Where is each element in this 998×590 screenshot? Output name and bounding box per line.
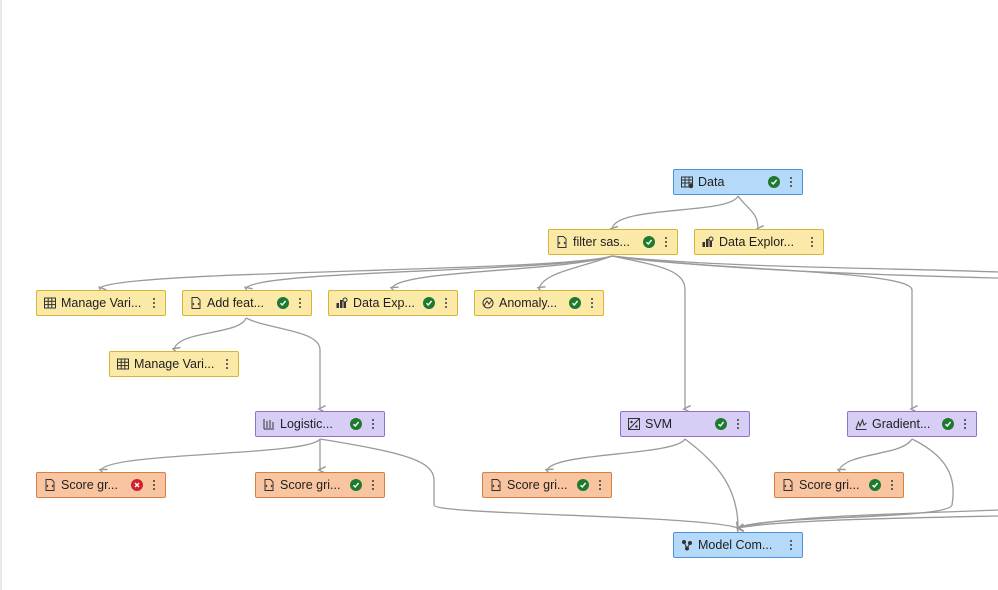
edge-data-filter	[612, 195, 739, 229]
edge-logistic-modelcomp	[319, 438, 738, 528]
status-success-icon	[577, 479, 589, 491]
more-options-icon[interactable]	[222, 357, 232, 371]
more-options-icon[interactable]	[786, 538, 796, 552]
node-manage-variables-2[interactable]: Manage Vari...	[109, 351, 239, 377]
node-gradient-boosting[interactable]: Gradient...	[847, 411, 977, 437]
node-label: Logistic...	[280, 417, 333, 431]
edge-gradient-score4	[839, 438, 913, 470]
status-success-icon	[942, 418, 954, 430]
model-comparison-icon	[680, 538, 694, 552]
code-file-icon	[43, 478, 57, 492]
more-options-icon[interactable]	[786, 175, 796, 189]
status-success-icon	[643, 236, 655, 248]
node-label: Data Explor...	[719, 235, 795, 249]
table-grid-icon	[43, 296, 57, 310]
node-label: SVM	[645, 417, 673, 431]
left-panel-edge	[0, 0, 2, 590]
code-file-icon	[489, 478, 503, 492]
more-options-icon[interactable]	[887, 478, 897, 492]
more-options-icon[interactable]	[733, 417, 743, 431]
node-label: filter sas...	[573, 235, 630, 249]
more-options-icon[interactable]	[807, 235, 817, 249]
code-file-icon	[781, 478, 795, 492]
node-label: Data Exp...	[353, 296, 415, 310]
edge-filter-dataexp	[392, 255, 613, 288]
edge-filter-anomaly	[539, 255, 613, 288]
node-data-exploration-2[interactable]: Data Exp...	[328, 290, 458, 316]
node-label: Model Com...	[698, 538, 773, 552]
more-options-icon[interactable]	[149, 296, 159, 310]
more-options-icon[interactable]	[295, 296, 305, 310]
status-error-icon	[131, 479, 143, 491]
status-success-icon	[423, 297, 435, 309]
node-model-comparison[interactable]: Model Com...	[673, 532, 803, 558]
anomaly-icon	[481, 296, 495, 310]
node-label: Score gri...	[507, 478, 568, 492]
edge-logistic-score1	[101, 438, 321, 470]
more-options-icon[interactable]	[587, 296, 597, 310]
more-options-icon[interactable]	[441, 296, 451, 310]
data-exploration-icon	[335, 296, 349, 310]
status-success-icon	[869, 479, 881, 491]
code-file-icon	[262, 478, 276, 492]
logistic-regression-icon	[262, 417, 276, 431]
status-success-icon	[350, 479, 362, 491]
node-label: Score gri...	[280, 478, 341, 492]
edge-addfeat-logistic	[245, 317, 320, 409]
node-label: Add feat...	[207, 296, 264, 310]
edge-filter-offscreen-1	[611, 255, 998, 273]
node-anomaly-detection[interactable]: Anomaly...	[474, 290, 604, 316]
more-options-icon[interactable]	[368, 478, 378, 492]
gradient-boosting-icon	[854, 417, 868, 431]
node-label: Score gr...	[61, 478, 118, 492]
edge-offscreen-modelcomp-1	[737, 509, 998, 529]
table-grid-icon	[116, 357, 130, 371]
more-options-icon[interactable]	[595, 478, 605, 492]
code-file-icon	[189, 296, 203, 310]
status-success-icon	[569, 297, 581, 309]
edge-svm-modelcomp	[684, 438, 738, 528]
status-success-icon	[715, 418, 727, 430]
node-label: Manage Vari...	[61, 296, 142, 310]
node-score-1[interactable]: Score gr...	[36, 472, 166, 498]
node-svm[interactable]: SVM	[620, 411, 750, 437]
node-data[interactable]: Data	[673, 169, 803, 195]
node-data-exploration[interactable]: Data Explor...	[694, 229, 824, 255]
node-label: Data	[698, 175, 725, 189]
node-score-4[interactable]: Score gri...	[774, 472, 904, 498]
code-file-icon	[555, 235, 569, 249]
more-options-icon[interactable]	[149, 478, 159, 492]
edge-filter-managevars	[100, 255, 613, 288]
edge-offscreen-modelcomp-2	[737, 515, 998, 529]
edge-filter-svm	[611, 255, 685, 409]
node-label: Score gri...	[799, 478, 860, 492]
node-manage-variables-1[interactable]: Manage Vari...	[36, 290, 166, 316]
node-label: Gradient...	[872, 417, 931, 431]
more-options-icon[interactable]	[661, 235, 671, 249]
more-options-icon[interactable]	[960, 417, 970, 431]
edge-filter-gradient	[611, 255, 912, 409]
node-add-features[interactable]: Add feat...	[182, 290, 312, 316]
edge-data-dataexplor	[737, 195, 758, 229]
edge-addfeat-managevars2	[174, 317, 247, 349]
status-success-icon	[768, 176, 780, 188]
node-score-2[interactable]: Score gri...	[255, 472, 385, 498]
node-label: Manage Vari...	[134, 357, 215, 371]
edge-filter-offscreen-2	[611, 255, 998, 279]
status-success-icon	[277, 297, 289, 309]
node-score-3[interactable]: Score gri...	[482, 472, 612, 498]
node-label: Anomaly...	[499, 296, 558, 310]
edge-filter-addfeat	[246, 255, 613, 288]
data-exploration-icon	[701, 235, 715, 249]
data-table-icon	[680, 175, 694, 189]
svm-icon	[627, 417, 641, 431]
node-logistic-regression[interactable]: Logistic...	[255, 411, 385, 437]
edge-svm-score3	[547, 438, 686, 470]
node-filter[interactable]: filter sas...	[548, 229, 678, 255]
status-success-icon	[350, 418, 362, 430]
more-options-icon[interactable]	[368, 417, 378, 431]
